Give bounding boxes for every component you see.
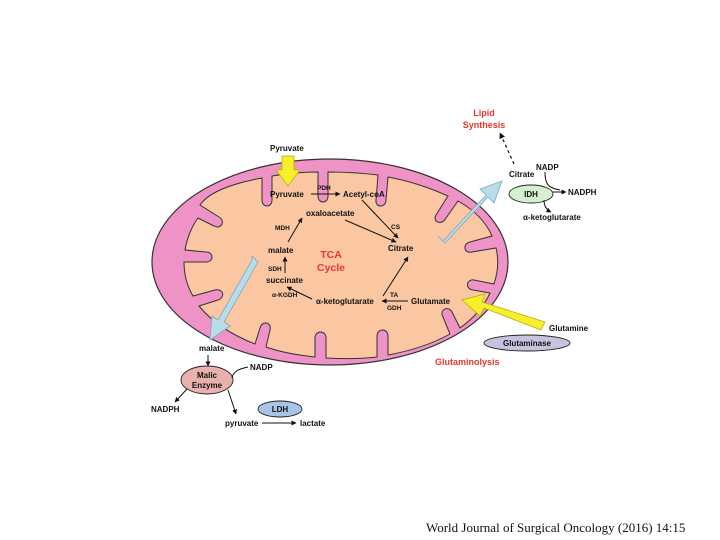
pyruvate-import-arrow [275,155,301,187]
acetyl-coa-to-citrate-arrow [361,199,399,239]
akgdh-enzyme-label: α-KGDH [272,292,298,299]
alpha-ketoglutarate-outer-label: α-ketoglutarate [523,213,581,222]
pyruvate-outer-label: pyruvate [225,419,259,428]
ta-enzyme-label: TA [390,292,398,299]
idh-enzyme-label: IDH [524,190,538,199]
mdh-enzyme-label: MDH [275,225,290,232]
malic-enzyme-label-line1: Malic [197,371,218,380]
malic-enzyme-to-pyruvate-arrow [227,389,237,415]
akgdh-arrow [286,286,313,300]
nadp-idh-label: NADP [536,163,559,172]
acetyl-coa-label: Acetyl-coA [343,190,385,199]
citrate-export-arrow [437,180,503,244]
glutamine-import-arrow [461,293,546,331]
glutaminolysis-label: Glutaminolysis [435,357,500,367]
malic-enzyme-to-nadph-arrow [174,388,188,403]
lipid-synthesis-line2: Synthesis [463,120,506,130]
sdh-enzyme-label: SDH [268,266,282,273]
malic-enzyme-label-line2: Enzyme [192,381,223,390]
cs-enzyme-label: CS [391,224,401,231]
pdh-enzyme-label: PDH [317,185,331,192]
glutaminase-enzyme-oval [483,334,571,352]
glutaminase-enzyme-label: Glutaminase [503,339,552,348]
malate-outer-label: malate [199,344,225,353]
citation-text: World Journal of Surgical Oncology (2016… [426,520,686,535]
nadph-idh-label: NADPH [568,188,597,197]
ldh-enzyme-oval [257,400,303,418]
oxaloacetate-to-citrate-arrow [344,219,397,243]
tca-cycle-title-line1: TCA [320,249,342,261]
pyruvate-inner-label: Pyruvate [270,190,304,199]
citrate-inner-label: Citrate [388,244,414,253]
citrate-to-lipid-arrow [499,132,515,165]
succinate-label: succinate [266,276,303,285]
citrate-to-akg-arrow [382,256,409,297]
malic-enzyme-oval [180,365,234,395]
nadph-malic-label: NADPH [151,405,180,414]
nadp-idh-curve [544,171,561,191]
mdh-arrow [287,217,303,243]
malate-inner-label: malate [268,246,294,255]
lactate-label: lactate [300,419,326,428]
citrate-outer-label: Citrate [509,170,535,179]
lipid-synthesis-line1: Lipid [473,108,495,118]
pyruvate-entry-label: Pyruvate [270,144,304,153]
nadp-malic-curve [231,366,249,379]
alpha-ketoglutarate-inner-label: α-ketoglutarate [316,297,374,306]
glutamate-label: Glutamate [411,297,451,306]
malate-export-arrow [209,255,259,341]
tca-cycle-title-line2: Cycle [317,262,345,274]
oxaloacetate-label: oxaloacetate [306,209,355,218]
idh-enzyme-oval [508,184,554,204]
idh-to-akg-curve [543,199,552,213]
mitochondrial-matrix [183,171,499,360]
glutamine-label: Glutamine [549,324,589,333]
ldh-enzyme-label: LDH [272,405,289,414]
nadp-malic-label: NADP [250,363,273,372]
gdh-enzyme-label: GDH [387,305,402,312]
